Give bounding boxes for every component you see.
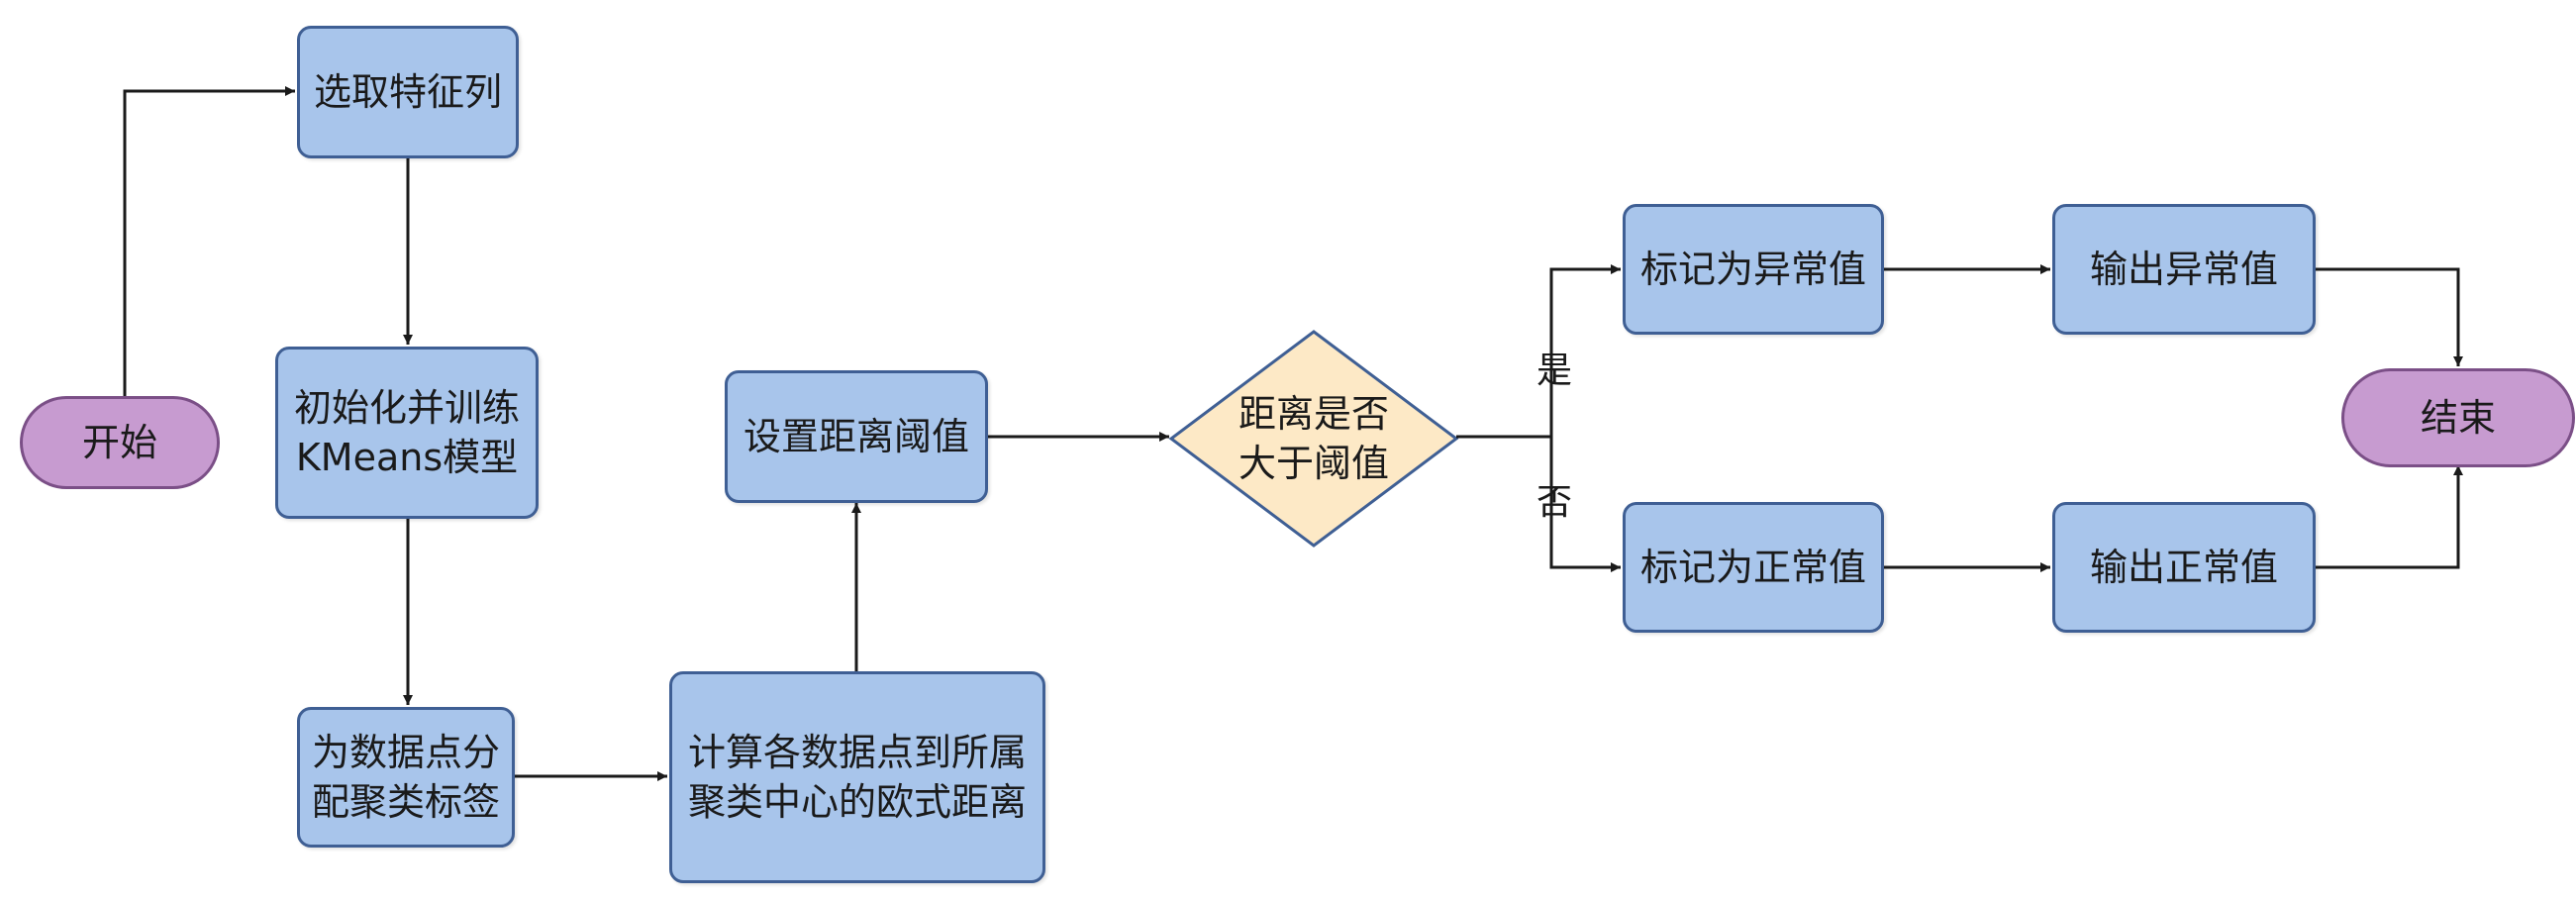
compute-distance-node: 计算各数据点到所属 聚类中心的欧式距离 — [669, 671, 1045, 883]
edge-output-abnormal-to-end — [2316, 267, 2463, 366]
edge-yes-branch — [1549, 264, 1621, 437]
end-node: 结束 — [2341, 368, 2575, 467]
edge-start-to-select — [123, 86, 295, 396]
assign-labels-node: 为数据点分 配聚类标签 — [297, 707, 515, 848]
mark-abnormal-node: 标记为异常值 — [1623, 204, 1884, 335]
start-node: 开始 — [20, 396, 220, 489]
init-train-node: 初始化并训练 KMeans模型 — [275, 347, 539, 519]
select-features-node: 选取特征列 — [297, 26, 519, 158]
edge-output-normal-to-end — [2316, 465, 2463, 569]
no-label: 否 — [1536, 482, 1573, 523]
set-threshold-node: 设置距离阈值 — [725, 370, 988, 503]
mark-normal-node: 标记为正常值 — [1623, 502, 1884, 633]
edge-no-branch — [1549, 437, 1621, 572]
output-abnormal-node: 输出异常值 — [2052, 204, 2316, 335]
output-normal-node: 输出正常值 — [2052, 502, 2316, 633]
yes-label: 是 — [1536, 351, 1573, 391]
decision-label: 距离是否 大于阈值 — [1238, 391, 1389, 485]
decision-diamond — [1168, 330, 1459, 548]
